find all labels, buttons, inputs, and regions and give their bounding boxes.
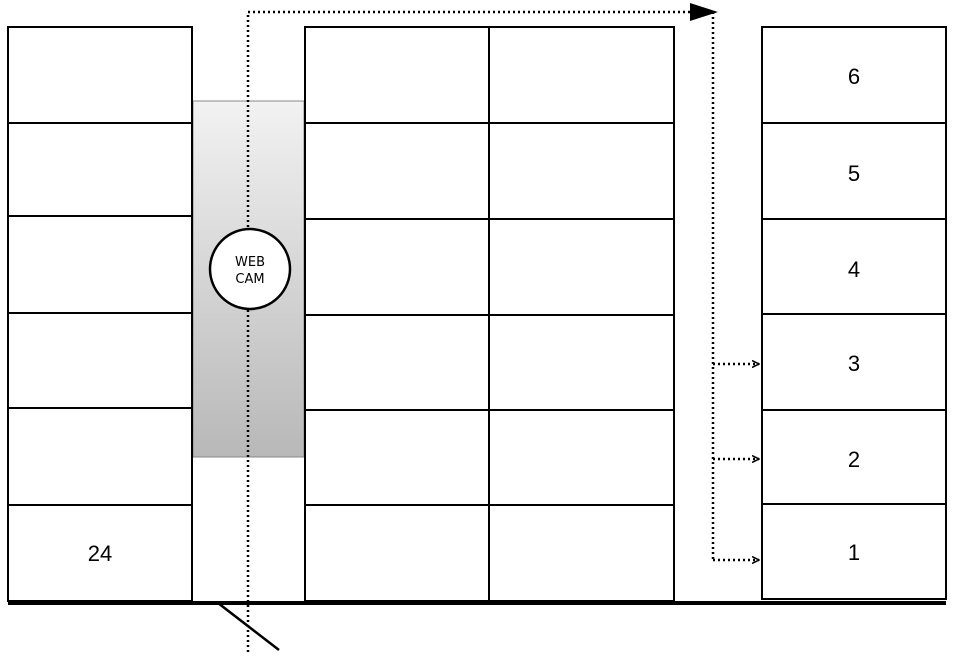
space-label-24: 24 <box>88 541 112 566</box>
space-label-6: 6 <box>848 64 860 89</box>
webcam-icon <box>208 227 292 311</box>
space-mid-a3 <box>304 218 490 316</box>
space-left-5 <box>7 407 193 506</box>
space-left-2 <box>7 122 193 217</box>
space-mid-a5 <box>304 409 490 506</box>
space-mid-a4 <box>304 314 490 411</box>
webcam-label-line2: CAM <box>235 272 264 287</box>
left-column <box>7 26 193 602</box>
space-mid-b3 <box>488 218 675 316</box>
route-path-main <box>246 10 690 652</box>
space-mid-b6 <box>488 504 675 602</box>
space-label-1: 1 <box>848 540 860 565</box>
space-left-1 <box>7 26 193 124</box>
space-label-3: 3 <box>848 351 860 376</box>
space-mid-b2 <box>488 122 675 220</box>
space-left-4 <box>7 312 193 409</box>
space-label-2: 2 <box>848 447 860 472</box>
space-mid-a1 <box>304 26 490 124</box>
space-1 <box>761 503 947 600</box>
space-label-5: 5 <box>848 161 860 186</box>
middle-block <box>304 26 675 602</box>
space-mid-a6 <box>304 504 490 602</box>
space-left-3 <box>7 215 193 314</box>
space-mid-b5 <box>488 409 675 506</box>
webcam-label-line1: WEB <box>235 255 265 270</box>
space-mid-b4 <box>488 314 675 411</box>
space-label-4: 4 <box>848 257 860 282</box>
right-column <box>761 26 947 600</box>
route-arrowhead <box>690 3 718 21</box>
space-mid-a2 <box>304 122 490 220</box>
space-mid-b1 <box>488 26 675 124</box>
